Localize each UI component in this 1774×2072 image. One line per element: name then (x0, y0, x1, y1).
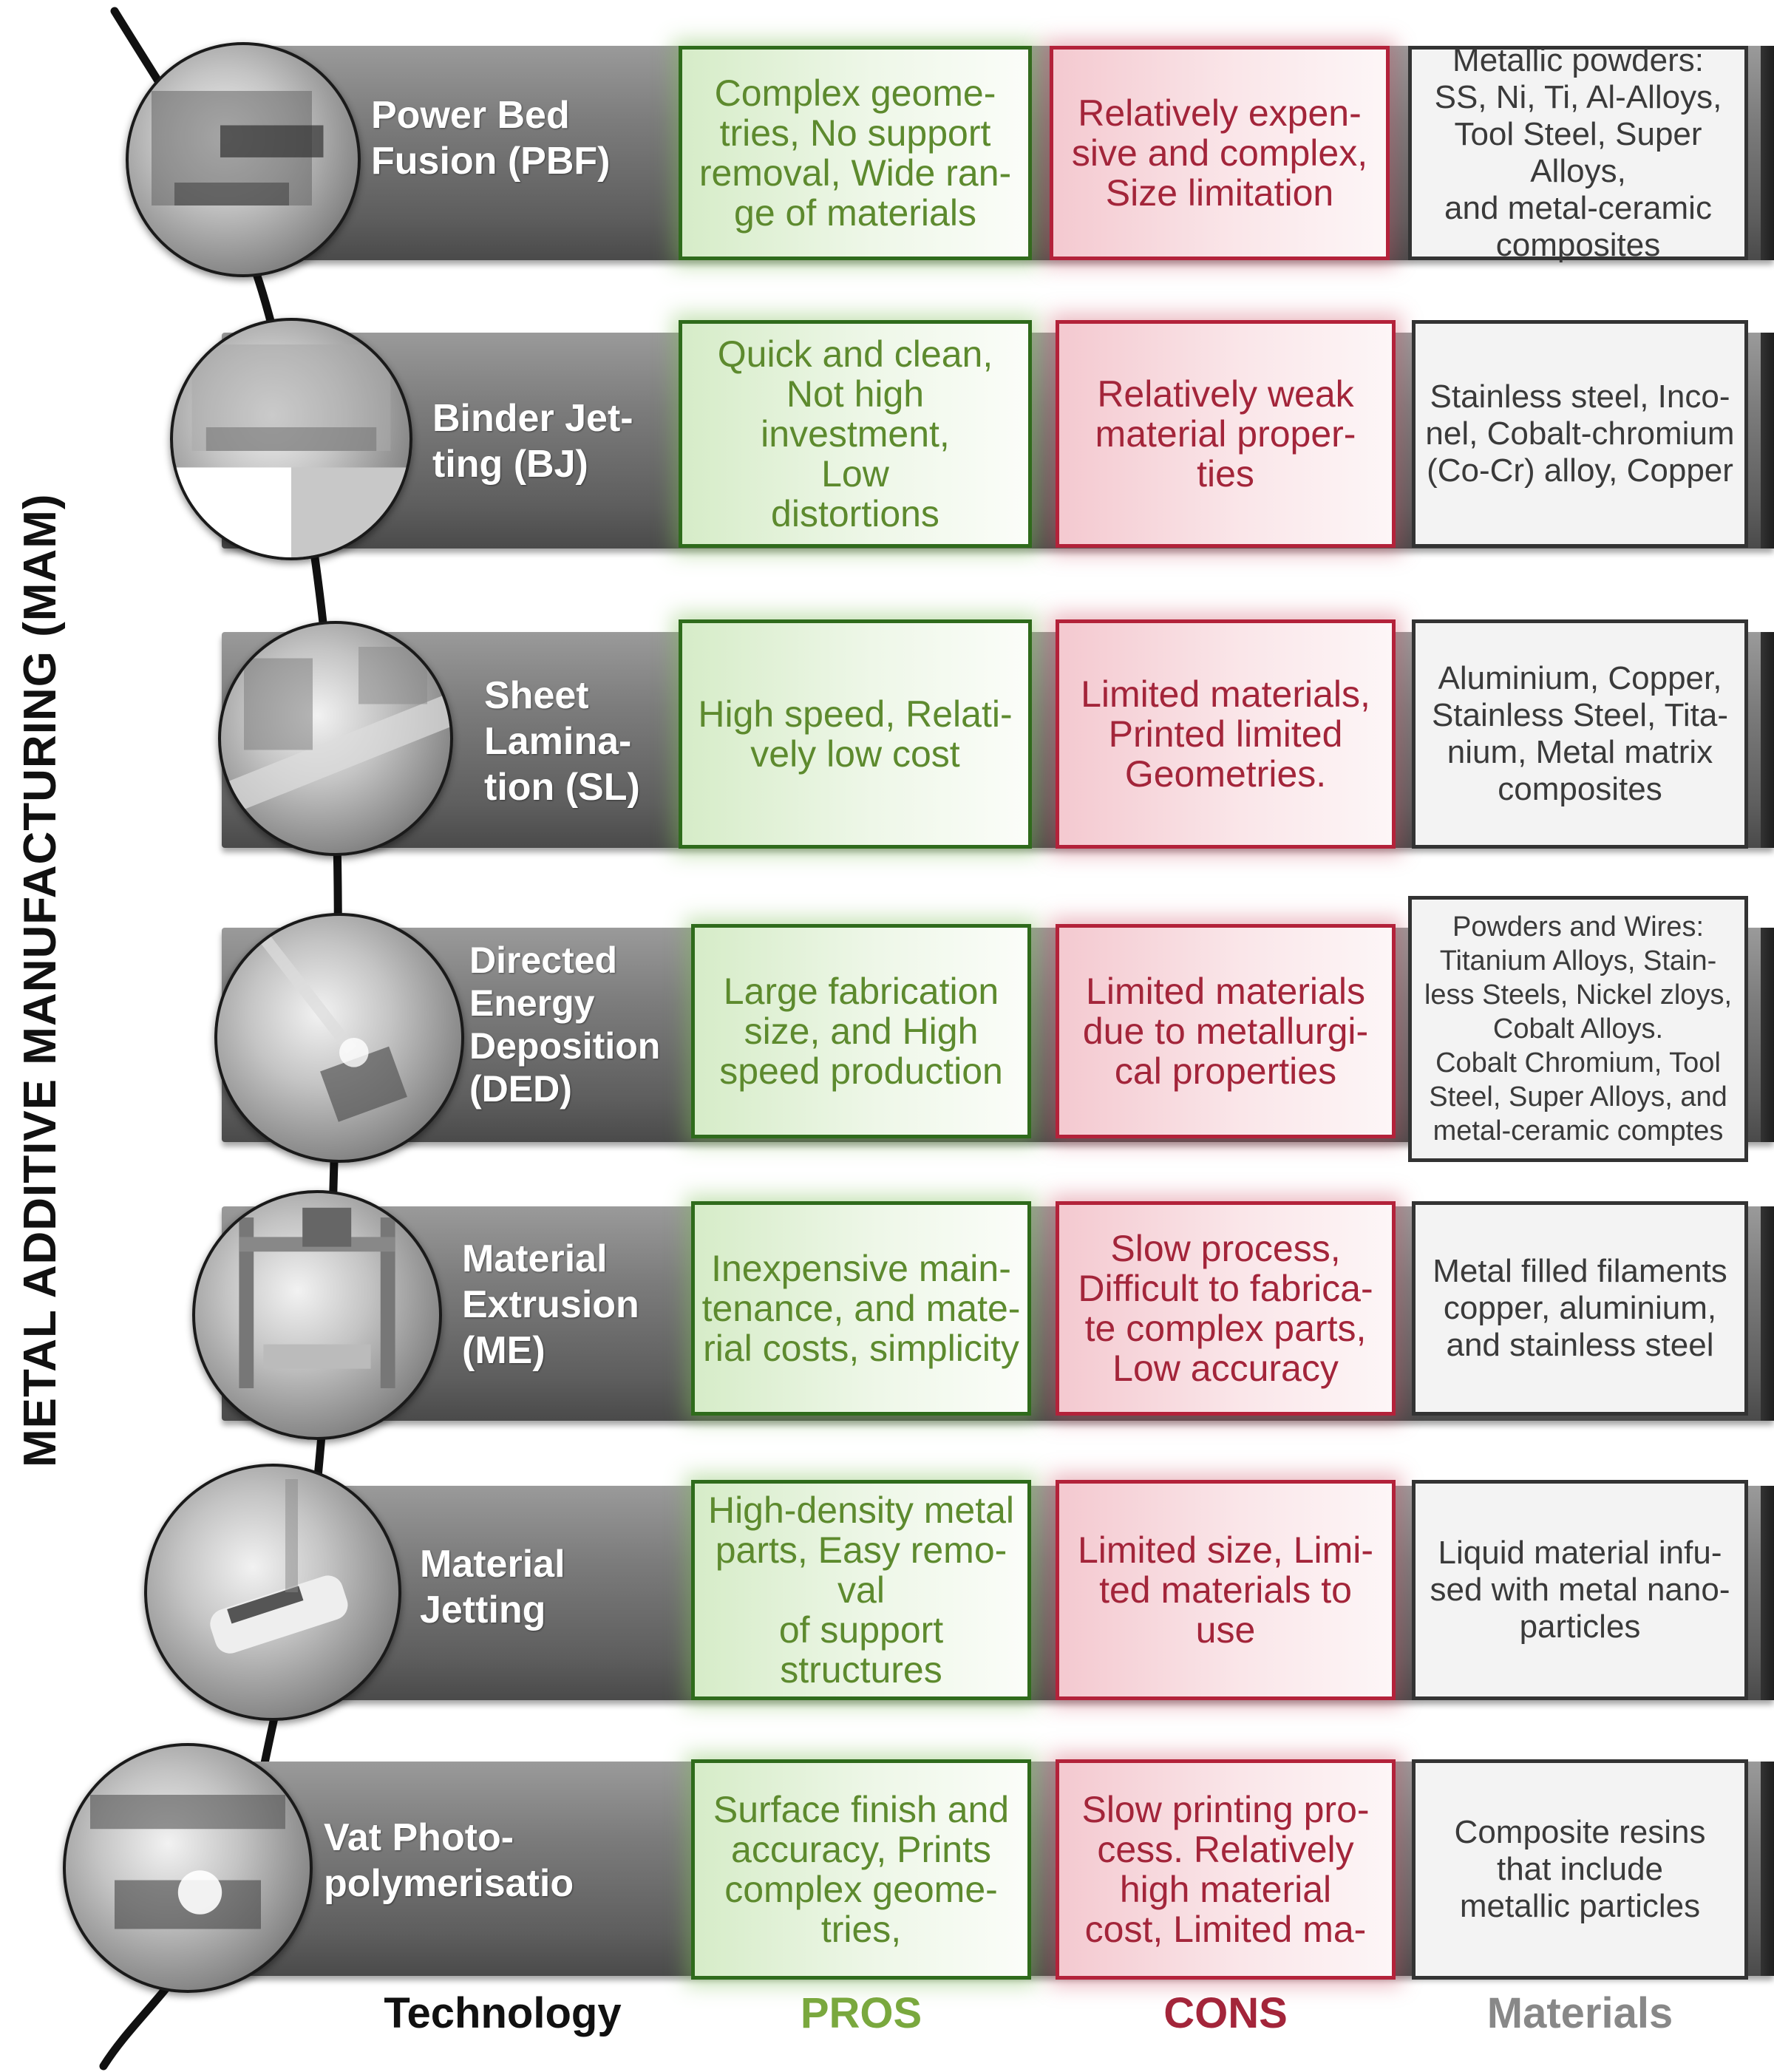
binder-jetting-photo-icon (170, 318, 412, 560)
technology-name: Binder Jet- ting (BJ) (432, 397, 633, 486)
cons-box: Relatively weak material proper- ties (1056, 320, 1396, 548)
pros-box: Large fabrication size, and High speed p… (691, 924, 1031, 1138)
pros-box: High-density metal parts, Easy remo- val… (691, 1480, 1031, 1700)
material-extrusion-printer-photo-icon (192, 1190, 442, 1440)
pros-box: Complex geome- tries, No support removal… (679, 46, 1032, 260)
cons-box: Limited materials, Printed limited Geome… (1056, 619, 1396, 849)
pros-box: Quick and clean, Not high investment, Lo… (679, 320, 1032, 548)
material-jetting-part-photo-icon (144, 1464, 401, 1721)
ded-nozzle-photo-icon (214, 913, 464, 1163)
technology-column-header: Technology (384, 1989, 622, 2037)
materials-column-header: Materials (1486, 1989, 1673, 2037)
materials-box: Powders and Wires: Titanium Alloys, Stai… (1408, 896, 1748, 1162)
materials-box: Stainless steel, Inco- nel, Cobalt-chrom… (1412, 320, 1748, 548)
materials-box: Composite resins that include metallic p… (1412, 1759, 1748, 1980)
materials-box: Metallic powders: SS, Ni, Ti, Al-Alloys,… (1408, 42, 1748, 263)
cons-box: Limited size, Limi- ted materials to use (1056, 1480, 1396, 1700)
cons-column-header: CONS (1163, 1989, 1288, 2037)
materials-box: Liquid material infu- sed with metal nan… (1412, 1480, 1748, 1700)
cons-box: Limited materials due to metallurgi- cal… (1056, 924, 1396, 1138)
technology-name: Sheet Lamina- tion (SL) (484, 674, 640, 809)
cons-box: Relatively expen- sive and complex, Size… (1050, 46, 1390, 260)
cons-box: Slow process, Difficult to fabrica- te c… (1056, 1201, 1396, 1416)
technology-name: Directed Energy Deposition (DED) (469, 940, 661, 1110)
materials-box: Metal filled filaments copper, aluminium… (1412, 1201, 1748, 1416)
vat-photopolymerisation-photo-icon (63, 1743, 313, 1993)
vertical-title: METAL ADDITIVE MANUFACTURING (MAM) (15, 493, 66, 1467)
technology-name: Material Jetting (420, 1543, 565, 1631)
pbf-machine-photo-icon (126, 42, 361, 277)
pros-box: Surface finish and accuracy, Prints comp… (691, 1759, 1031, 1980)
pros-box: Inexpensive main- tenance, and mate- ria… (691, 1201, 1031, 1416)
technology-name: Power Bed Fusion (PBF) (371, 94, 611, 183)
technology-name: Vat Photo- polymerisatio (324, 1816, 574, 1905)
sheet-lamination-photo-icon (218, 621, 453, 856)
materials-box: Aluminium, Copper, Stainless Steel, Tita… (1412, 619, 1748, 849)
pros-box: High speed, Relati- vely low cost (679, 619, 1032, 849)
pros-column-header: PROS (800, 1989, 922, 2037)
technology-name: Material Extrusion (ME) (462, 1237, 639, 1372)
cons-box: Slow printing pro- cess. Relatively high… (1056, 1759, 1396, 1980)
